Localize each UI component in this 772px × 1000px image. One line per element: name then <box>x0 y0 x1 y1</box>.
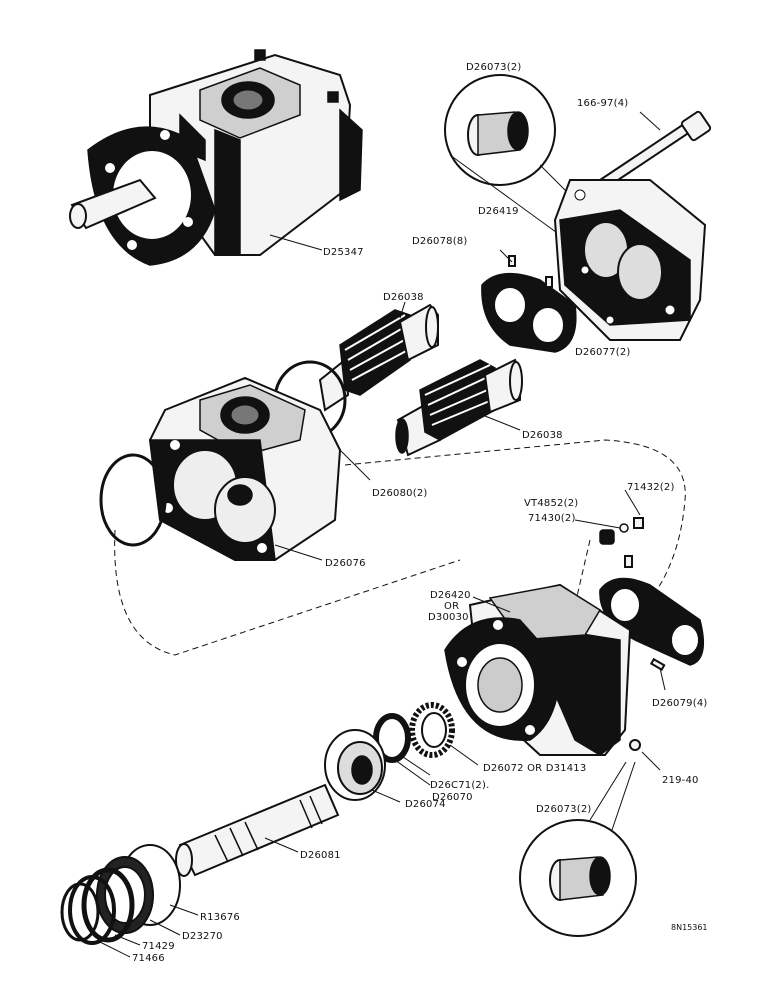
seal-stack <box>324 702 479 803</box>
label-d26038-lower: D26038 <box>522 430 563 441</box>
label-d26073-bottom: D26073(2) <box>536 804 591 815</box>
bearing-plate-upper <box>481 249 577 353</box>
label-d26071: D26C71(2). <box>430 780 489 791</box>
front-cover-d26420 <box>444 583 661 771</box>
o-ring-lower <box>99 453 167 547</box>
label-71466: 71466 <box>132 953 165 964</box>
label-d26070: D26070 <box>432 792 473 803</box>
rear-cover-d26419 <box>553 179 707 341</box>
bottom-seal-stack <box>60 844 199 958</box>
label-166-97: 166-97(4) <box>577 98 628 109</box>
label-d25347: D25347 <box>323 247 364 258</box>
label-71430: 71430(2) <box>528 513 576 524</box>
bushing-detail-top <box>444 74 576 236</box>
label-or: OR <box>444 601 459 612</box>
label-219-40: 219-40 <box>662 775 699 786</box>
gear-d26038-upper <box>318 301 439 412</box>
reference-number: 8N15361 <box>671 923 708 932</box>
label-d23270: D23270 <box>182 931 223 942</box>
label-d26419: D26419 <box>478 206 519 217</box>
label-d26079: D26079(4) <box>652 698 707 709</box>
label-d26038-upper: D26038 <box>383 292 424 303</box>
label-d26081: D26081 <box>300 850 341 861</box>
assembled-pump <box>69 49 363 266</box>
label-d26072: D26072 OR D31413 <box>483 763 586 774</box>
label-r13676: R13676 <box>200 912 240 923</box>
label-d26076: D26076 <box>325 558 366 569</box>
drive-shaft-d26081 <box>175 783 340 877</box>
label-d26420: D26420 <box>430 590 471 601</box>
bearing-plate-lower <box>599 555 705 691</box>
gear-d26038-lower <box>395 358 523 457</box>
label-d26077: D26077(2) <box>575 347 630 358</box>
assembly-path-line <box>114 439 686 656</box>
label-71429: 71429 <box>142 941 175 952</box>
pump-body-d26076 <box>148 376 342 561</box>
bushing-detail-bottom <box>519 761 637 937</box>
label-d26073-top: D26073(2) <box>466 62 521 73</box>
label-d30030: D30030 <box>428 612 469 623</box>
label-d26078: D26078(8) <box>412 236 467 247</box>
label-d26080: D26080(2) <box>372 488 427 499</box>
label-d26074: D26074 <box>405 799 446 810</box>
label-71432: 71432(2) <box>627 482 675 493</box>
relief-valve-parts <box>574 489 644 545</box>
bolt-166-97 <box>598 110 712 190</box>
label-vt4852: VT4852(2) <box>524 498 578 509</box>
